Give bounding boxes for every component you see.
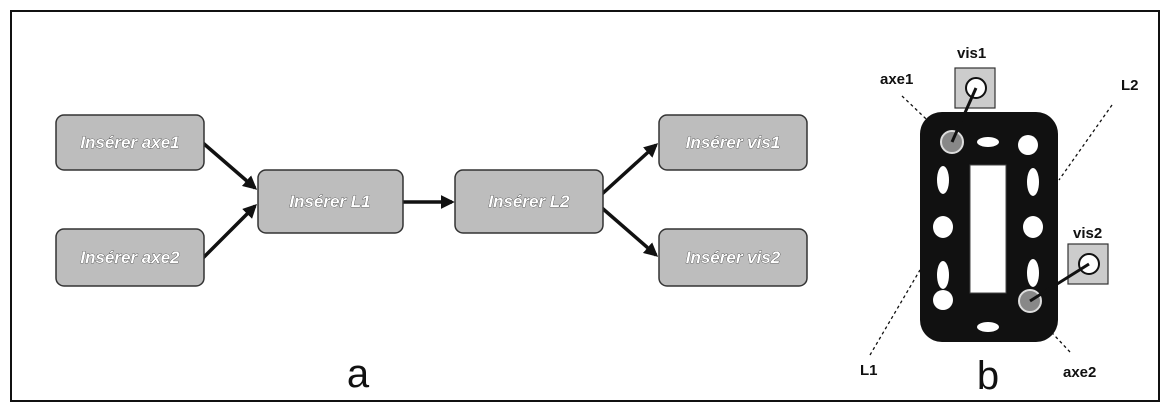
node-label: Insérer axe1 (80, 133, 179, 152)
center-slot (969, 164, 1007, 294)
node-label: Insérer L2 (488, 192, 570, 211)
vis1-screw (950, 67, 996, 143)
label-axe1: axe1 (880, 71, 913, 88)
leader-l1 (869, 269, 921, 356)
vis2-screw (1029, 243, 1109, 303)
node-label: Insérer vis1 (686, 133, 781, 152)
node-insert-l1: Insérer L1 (257, 169, 404, 234)
label-l2: L2 (1121, 77, 1139, 94)
node-label: Insérer axe2 (80, 248, 180, 267)
label-vis1: vis1 (957, 45, 986, 62)
label-vis2: vis2 (1073, 225, 1102, 242)
plate-holes (933, 135, 1043, 332)
node-insert-vis1: Insérer vis1 (658, 114, 808, 171)
label-l1: L1 (860, 362, 878, 379)
node-label: Insérer vis2 (686, 248, 781, 267)
edge-l2-vis1 (600, 143, 659, 196)
node-insert-l2: Insérer L2 (454, 169, 604, 234)
caption-a: a (347, 352, 370, 396)
caption-b: b (977, 354, 999, 398)
part-drawing: axe1 vis1 L2 vis2 L1 axe2 b (860, 45, 1139, 398)
leader-l2 (1058, 104, 1113, 181)
node-insert-axe2: Insérer axe2 (55, 228, 205, 287)
node-insert-vis2: Insérer vis2 (658, 228, 808, 287)
edge-l2-vis2 (600, 206, 659, 257)
assembly-sequence-diagram: Insérer axe1 Insérer axe2 Insérer L1 Ins… (55, 114, 808, 396)
edge-axe2-l1 (201, 204, 257, 260)
node-label: Insérer L1 (289, 192, 370, 211)
node-insert-axe1: Insérer axe1 (55, 114, 205, 171)
edge-axe1-l1 (201, 141, 258, 190)
label-axe2: axe2 (1063, 364, 1096, 381)
